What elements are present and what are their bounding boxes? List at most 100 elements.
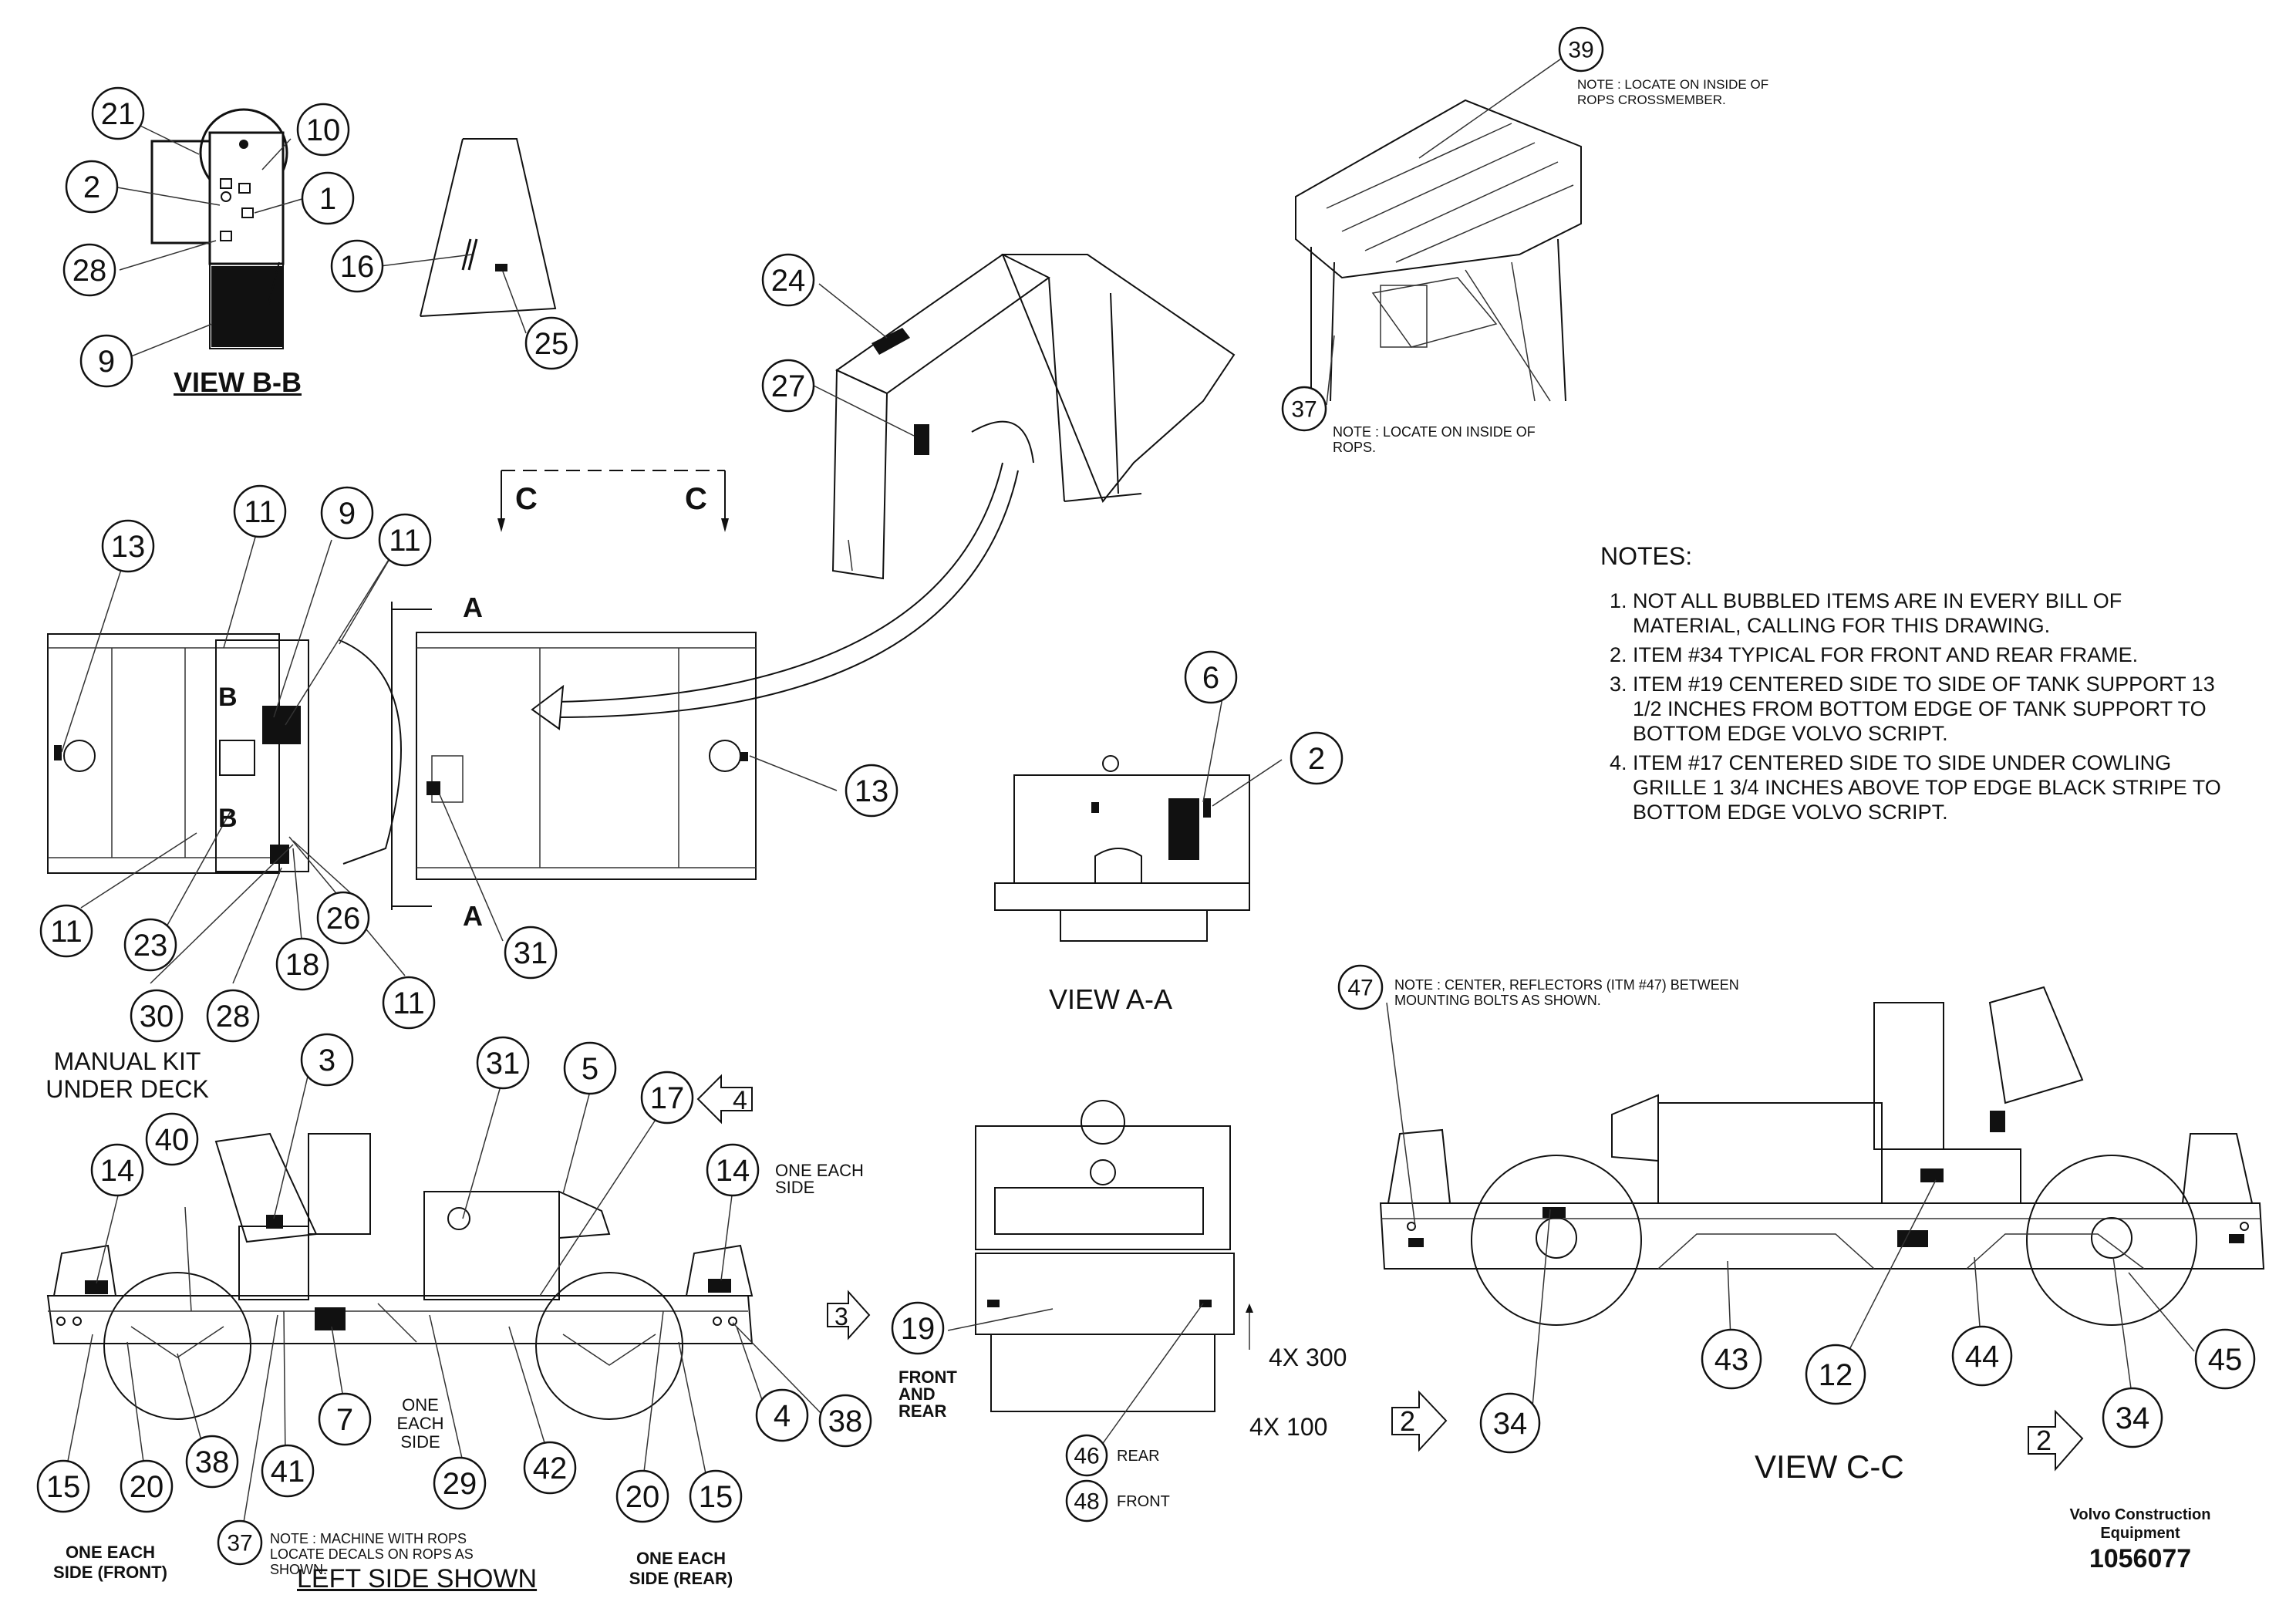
item-number: 34 <box>1493 1407 1528 1441</box>
item-bubble-19: 19 <box>891 1301 945 1355</box>
dimension-100: 4X 100 <box>1249 1413 1328 1441</box>
note-39: NOTE : LOCATE ON INSIDE OF ROPS CROSSMEM… <box>1577 77 1769 107</box>
item-number: 11 <box>244 495 276 529</box>
item-number: 11 <box>389 524 421 558</box>
view-bb-drawing <box>150 108 288 349</box>
item-bubble-40: 40 <box>145 1112 199 1166</box>
item-number: 16 <box>340 250 375 284</box>
item-number: 39 <box>1568 38 1593 63</box>
item-number: 25 <box>534 327 569 361</box>
one-each-side-rear: ONE EACH SIDE (REAR) <box>629 1549 733 1588</box>
item-number: 42 <box>533 1452 568 1485</box>
item-bubble-4: 4 <box>755 1388 809 1442</box>
item-bubble-28: 28 <box>62 243 116 297</box>
item-number: 17 <box>650 1081 685 1115</box>
item-number: 11 <box>50 915 83 949</box>
item-number: 20 <box>625 1480 660 1514</box>
item-number: 9 <box>339 497 356 531</box>
item-number: 47 <box>1347 976 1373 1001</box>
drawing-number: 1056077 <box>2089 1544 2192 1573</box>
one-each-side-7: ONE EACH SIDE <box>396 1395 444 1452</box>
item-number: 41 <box>271 1455 305 1489</box>
view-cc-caption: VIEW C-C <box>1755 1448 1904 1485</box>
section-c-right: C <box>685 482 707 516</box>
item-bubble-15: 15 <box>36 1459 90 1513</box>
item-number: 38 <box>828 1404 863 1438</box>
item-bubble-11: 11 <box>378 513 432 567</box>
item-bubble-18: 18 <box>275 937 329 991</box>
item-bubble-38: 38 <box>185 1435 239 1489</box>
item-number: 15 <box>46 1470 81 1504</box>
item-number: 15 <box>699 1480 733 1514</box>
item-bubble-10: 10 <box>296 103 350 157</box>
view-aa-drawing <box>994 755 1250 942</box>
item-number: 29 <box>443 1467 477 1501</box>
item-number: 13 <box>855 774 889 808</box>
item-bubble-34: 34 <box>1479 1392 1541 1454</box>
item-bubble-11: 11 <box>233 484 287 538</box>
item-number: 37 <box>1291 397 1317 423</box>
item-bubble-31: 31 <box>476 1036 530 1090</box>
item-bubble-11: 11 <box>39 904 93 958</box>
item-bubble-16: 16 <box>330 239 384 293</box>
item-number: 2 <box>83 170 100 204</box>
item-number: 31 <box>486 1047 521 1081</box>
left-side-caption: LEFT SIDE SHOWN <box>297 1564 538 1593</box>
item-number: 44 <box>1965 1340 2000 1374</box>
item-bubble-5: 5 <box>563 1041 617 1095</box>
item-number: 30 <box>140 1000 174 1034</box>
section-c-marks <box>497 470 729 532</box>
item-bubble-43: 43 <box>1701 1328 1762 1390</box>
item-number: 7 <box>336 1403 353 1437</box>
item-number: 13 <box>111 530 146 564</box>
item-bubble-46: 46 <box>1065 1434 1108 1477</box>
note-37-top: NOTE : LOCATE ON INSIDE OF ROPS. <box>1333 424 1536 455</box>
item-bubble-30: 30 <box>130 989 184 1043</box>
item-bubble-13: 13 <box>101 519 155 573</box>
flag-3-number: 3 <box>834 1303 848 1330</box>
item-bubble-37: 37 <box>1281 386 1327 432</box>
item-number: 19 <box>901 1312 936 1346</box>
item-bubble-7: 7 <box>318 1392 372 1446</box>
view-bb-caption: VIEW B-B <box>174 366 302 398</box>
item-number: 46 <box>1074 1444 1099 1469</box>
note-47: NOTE : CENTER, REFLECTORS (ITM #47) BETW… <box>1394 977 1739 1008</box>
item-number: 34 <box>2116 1401 2150 1435</box>
item-bubble-13: 13 <box>845 764 899 818</box>
item-bubble-11: 11 <box>382 976 436 1030</box>
item-bubble-37: 37 <box>217 1519 263 1566</box>
note-item: ITEM #19 CENTERED SIDE TO SIDE OF TANK S… <box>1633 672 2233 746</box>
item-number: 4 <box>774 1399 791 1433</box>
title-block: Volvo Construction Equipment 1056077 <box>2040 1506 2240 1574</box>
item-number: 45 <box>2208 1343 2243 1377</box>
item-bubble-28: 28 <box>206 989 260 1043</box>
item-bubble-31: 31 <box>504 926 558 980</box>
rear-label: REAR <box>1117 1448 1160 1465</box>
item-bubble-9: 9 <box>79 334 133 388</box>
item-number: 3 <box>319 1044 335 1077</box>
decal-panel-16-25 <box>420 138 557 317</box>
flag-arrows <box>696 1074 2084 1472</box>
section-c-left: C <box>515 482 538 516</box>
one-each-side-front: ONE EACH SIDE (FRONT) <box>53 1543 167 1582</box>
item-bubble-3: 3 <box>300 1033 354 1087</box>
item-bubble-24: 24 <box>761 253 815 307</box>
item-number: 11 <box>393 986 425 1020</box>
item-bubble-1: 1 <box>301 171 355 225</box>
item-bubble-23: 23 <box>123 918 177 972</box>
item-number: 26 <box>326 902 361 936</box>
note-item: ITEM #17 CENTERED SIDE TO SIDE UNDER COW… <box>1633 750 2233 824</box>
section-b-top: B <box>218 683 238 712</box>
item-bubble-34: 34 <box>2102 1387 2163 1448</box>
note-item: ITEM #34 TYPICAL FOR FRONT AND REAR FRAM… <box>1633 642 2233 667</box>
item-bubble-15: 15 <box>689 1469 743 1523</box>
left-side-view <box>46 1132 754 1420</box>
note-37-bottom: NOTE : MACHINE WITH ROPS LOCATE DECALS O… <box>270 1531 474 1577</box>
item-number: 27 <box>771 369 806 403</box>
item-number: 23 <box>133 929 168 963</box>
seat-bracket-view <box>831 253 1236 580</box>
item-bubble-2: 2 <box>65 160 119 214</box>
item-number: 43 <box>1714 1343 1749 1377</box>
notes-block: NOTES: NOT ALL BUBBLED ITEMS ARE IN EVER… <box>1600 544 2233 829</box>
